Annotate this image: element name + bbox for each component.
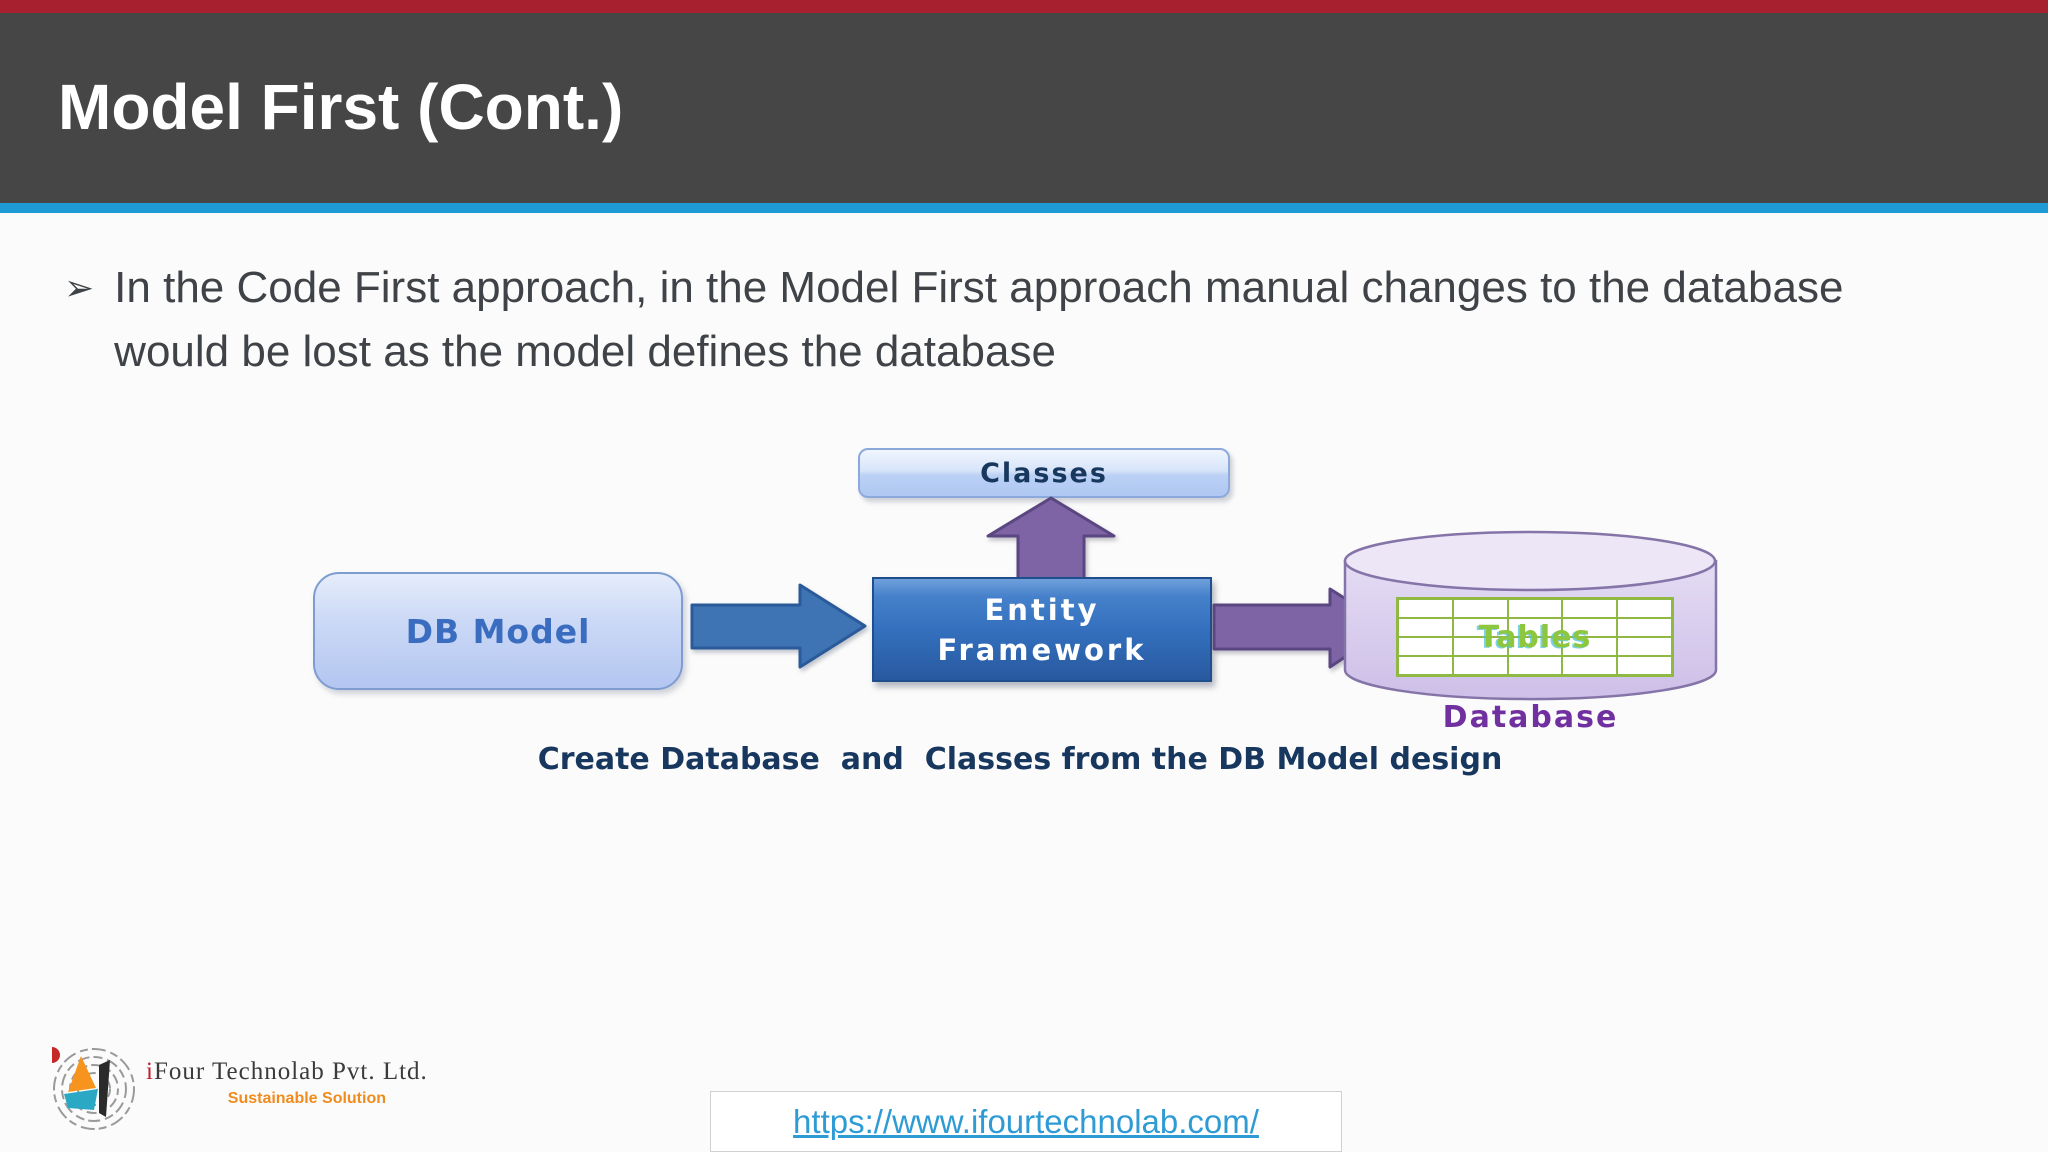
page-title: Model First (Cont.): [58, 71, 624, 143]
entity-framework-label: Entity Framework: [874, 579, 1210, 680]
tables-grid: [1396, 597, 1674, 677]
ifour-logo-icon: [52, 1047, 135, 1130]
website-link-box: https://www.ifourtechnolab.com/: [710, 1091, 1342, 1152]
entity-framework-box: Entity Framework: [872, 577, 1212, 682]
db-model-box-label: DB Model: [405, 611, 591, 651]
arrow-up-icon: [986, 496, 1116, 582]
website-link[interactable]: https://www.ifourtechnolab.com/: [793, 1102, 1259, 1140]
tables-label: Tables: [1478, 619, 1592, 655]
company-name-rest: Four Technolab Pvt. Ltd.: [153, 1058, 428, 1085]
database-label: Database: [1442, 700, 1619, 735]
classes-box-label: Classes: [980, 457, 1108, 489]
bullet-text-line2: would be lost as the model defines the d…: [114, 327, 1056, 376]
arrow-right-blue-icon: [690, 583, 867, 669]
db-model-box: DB Model: [313, 572, 683, 690]
accent-line: [0, 203, 2048, 213]
bullet-text: In the Code First approach, in the Model…: [114, 256, 1843, 384]
entity-framework-label-line2: Framework: [937, 632, 1147, 667]
bullet-text-line1: In the Code First approach, in the Model…: [114, 263, 1844, 312]
entity-framework-label-line1: Entity: [984, 592, 1100, 627]
bullet-arrow-icon: ➢: [64, 267, 95, 308]
diagram-caption: Create Database and Classes from the DB …: [537, 742, 1503, 777]
top-red-bar: [0, 0, 2048, 13]
slide-header: Model First (Cont.): [0, 13, 2048, 203]
company-name-initial: i: [146, 1058, 154, 1085]
classes-box: Classes: [858, 448, 1230, 498]
company-tagline: Sustainable Solution: [227, 1090, 386, 1107]
company-name: iFour Technolab Pvt. Ltd.: [146, 1058, 428, 1086]
bullet-item: ➢ In the Code First approach, in the Mod…: [64, 256, 1954, 384]
